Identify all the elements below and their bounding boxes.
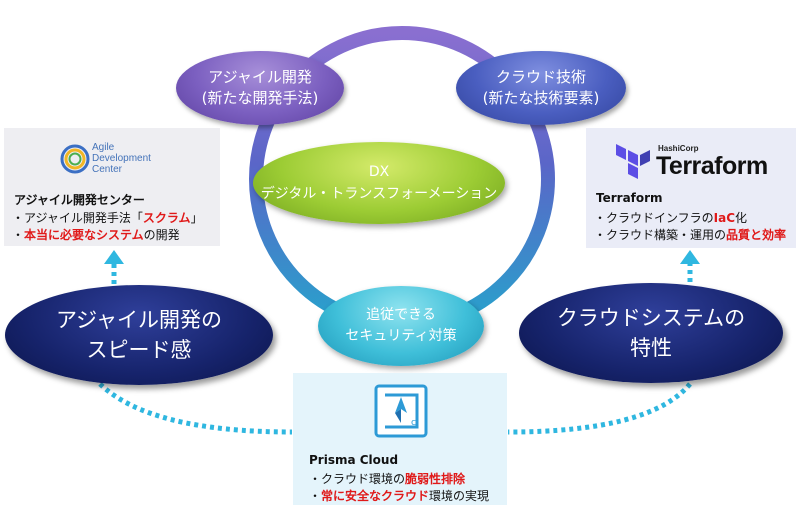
prisma-cloud-box: c Prisma Cloud ・クラウド環境の脆弱性排除 ・常に安全なクラウド環… [293,373,507,505]
agile-speed-ellipse: アジャイル開発の スピード感 [5,285,273,385]
cloud-system-line1: クラウドシステムの [556,306,746,330]
adc-heading: アジャイル開発センター [14,193,145,207]
prisma-cloud-icon: c [374,384,428,438]
agile-speed-line2: スピード感 [86,338,192,362]
adc-logo-line3: Center [92,164,123,175]
adc-circle-icon [60,144,90,174]
terraform-logo-name: Terraform [656,152,768,180]
agile-development-center-logo: Agile Development Center [60,142,170,178]
dotted-curve-right [507,382,692,435]
svg-text:c: c [411,418,416,428]
security-line2: セキュリティ対策 [345,328,457,344]
cloud-system-ellipse: クラウドシステムの 特性 [519,283,783,383]
cloud-technology-ellipse: クラウド技術 (新たな技術要素) [456,51,626,125]
agile-speed-line1: アジャイル開発の [55,308,223,332]
terraform-line-iac: ・クラウドインフラのIaC化 [594,211,748,225]
cloud-technology-subtitle: (新たな技術要素) [482,89,600,107]
prisma-line-secure-cloud: ・常に安全なクラウド環境の実現 [309,489,490,503]
terraform-heading: Terraform [596,191,663,205]
cloud-technology-title: クラウド技術 [495,68,586,86]
agile-development-center-box: Agile Development Center アジャイル開発センター ・アジ… [4,128,220,246]
terraform-logo-brand: HashiCorp [658,144,699,153]
adc-logo-line1: Agile [92,142,115,153]
dx-subtitle: デジタル・トランスフォーメーション [260,186,498,202]
terraform-logo: HashiCorp Terraform [614,142,774,182]
agile-development-subtitle: (新たな開発手法) [201,89,319,107]
dx-ellipse: DX デジタル・トランスフォーメーション [253,142,505,224]
adc-line-system: ・本当に必要なシステムの開発 [12,228,180,242]
terraform-icon [616,144,650,179]
adc-line-scrum: ・アジャイル開発手法「スクラム」 [12,211,203,225]
agile-development-title: アジャイル開発 [208,68,312,86]
dx-title: DX [368,164,390,180]
arrow-head-right [680,250,700,264]
terraform-line-quality: ・クラウド構築・運用の品質と効率 [594,228,787,242]
security-line1: 追従できる [366,307,436,323]
dotted-curve-left [98,382,293,435]
prisma-line-vulnerability: ・クラウド環境の脆弱性排除 [309,472,466,486]
terraform-box: HashiCorp Terraform Terraform ・クラウドインフラの… [586,128,796,248]
adc-logo-line2: Development [92,153,151,164]
security-ellipse: 追従できる セキュリティ対策 [318,286,484,366]
cloud-system-line2: 特性 [630,336,672,360]
arrow-head-left [104,250,124,264]
prisma-cloud-heading: Prisma Cloud [309,453,399,467]
agile-development-ellipse: アジャイル開発 (新たな開発手法) [176,51,344,125]
